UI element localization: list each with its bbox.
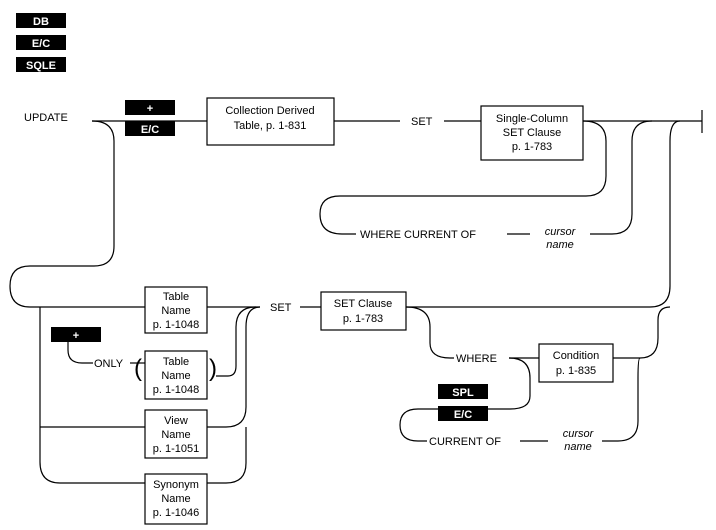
svg-text:Single-Column: Single-Column [496, 113, 568, 125]
svg-text:p. 1-783: p. 1-783 [512, 141, 552, 153]
svg-text:E/C: E/C [454, 409, 472, 421]
open-paren: ( [134, 355, 142, 382]
svg-text:p. 1-783: p. 1-783 [343, 313, 383, 325]
svg-text:Table: Table [163, 291, 189, 303]
svg-text:Synonym: Synonym [153, 479, 199, 491]
svg-text:Name: Name [161, 305, 190, 317]
svg-text:E/C: E/C [32, 38, 50, 50]
svg-text:E/C: E/C [141, 124, 159, 136]
svg-text:Condition: Condition [553, 350, 599, 362]
keyword-update: UPDATE [24, 112, 68, 124]
svg-text:Table, p. 1-831: Table, p. 1-831 [234, 120, 307, 132]
cursor-variable-lower: cursor [563, 428, 595, 440]
badge-db: DB [16, 13, 66, 28]
svg-text:Collection Derived: Collection Derived [225, 105, 314, 117]
svg-text:SET Clause: SET Clause [503, 127, 562, 139]
keyword-current-of: CURRENT OF [429, 436, 501, 448]
svg-text:p. 1-1046: p. 1-1046 [153, 507, 199, 519]
box-synonym-name: Synonym Name p. 1-1046 [144, 473, 208, 525]
svg-text:Name: Name [161, 370, 190, 382]
name-variable-lower: name [564, 441, 592, 453]
badge-ec-lower: E/C [438, 406, 488, 421]
cursor-variable-top: cursor [545, 226, 577, 238]
close-paren: ) [209, 355, 217, 382]
box-single-column-set-clause: Single-Column SET Clause p. 1-783 [480, 105, 584, 161]
box-table-name-only: Table Name p. 1-1048 [144, 350, 208, 400]
keyword-set-top: SET [411, 116, 433, 128]
svg-text:SET Clause: SET Clause [334, 298, 393, 310]
svg-text:View: View [164, 415, 188, 427]
svg-text:p. 1-835: p. 1-835 [556, 365, 596, 377]
badge-ec: E/C [16, 35, 66, 50]
svg-text:p. 1-1048: p. 1-1048 [153, 384, 199, 396]
svg-text:+: + [73, 330, 79, 342]
syntax-lines [9, 110, 703, 484]
box-condition: Condition p. 1-835 [538, 343, 614, 383]
badge-ec-top: E/C [125, 121, 175, 136]
svg-text:Name: Name [161, 429, 190, 441]
keyword-only: ONLY [94, 358, 124, 370]
keyword-where-current-of: WHERE CURRENT OF [360, 229, 476, 241]
svg-text:p. 1-1048: p. 1-1048 [153, 319, 199, 331]
keyword-set-lower: SET [270, 302, 292, 314]
badge-spl: SPL [438, 384, 488, 399]
svg-text:p. 1-1051: p. 1-1051 [153, 443, 199, 455]
badge-sqle: SQLE [16, 57, 66, 72]
box-collection-derived-table: Collection Derived Table, p. 1-831 [206, 97, 335, 146]
svg-text:DB: DB [33, 16, 49, 28]
svg-text:SPL: SPL [452, 387, 474, 399]
badge-plus-only: + [51, 327, 101, 342]
box-table-name: Table Name p. 1-1048 [144, 286, 208, 334]
box-view-name: View Name p. 1-1051 [144, 409, 208, 459]
svg-text:+: + [147, 103, 153, 115]
svg-text:SQLE: SQLE [26, 60, 56, 72]
badge-plus-top: + [125, 100, 175, 115]
svg-text:Table: Table [163, 356, 189, 368]
keyword-where: WHERE [456, 353, 497, 365]
name-variable-top: name [546, 239, 574, 251]
box-set-clause: SET Clause p. 1-783 [320, 291, 407, 331]
svg-text:Name: Name [161, 493, 190, 505]
